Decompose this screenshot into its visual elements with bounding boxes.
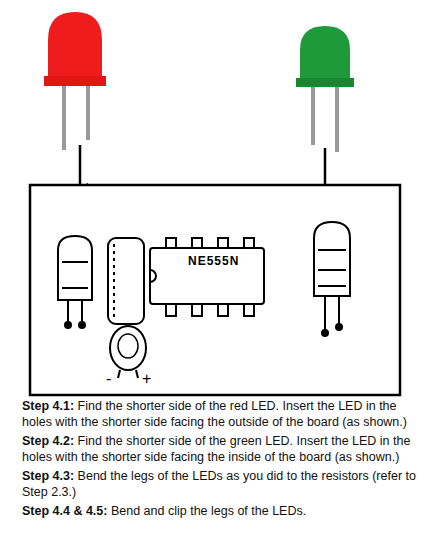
step-body: Bend the legs of the LEDs as you did to … — [22, 469, 416, 499]
step-number: Step 4.4 & 4.5: — [22, 504, 107, 518]
step-number: Step 4.1: — [22, 399, 74, 413]
step-text: Step 4.3: Bend the legs of the LEDs as y… — [22, 468, 420, 500]
polarity-mark: + — [142, 370, 151, 388]
green-led — [296, 26, 354, 152]
insert-arrow — [79, 145, 82, 188]
step-body: Bend and clip the legs of the LEDs. — [111, 504, 306, 518]
step-text: Step 4.4 & 4.5: Bend and clip the legs o… — [22, 503, 420, 519]
step-text: Step 4.1: Find the shorter side of the r… — [22, 398, 420, 430]
step-text: Step 4.2: Find the shorter side of the g… — [22, 433, 420, 465]
circuit-board — [30, 185, 400, 395]
polarity-mark: - — [106, 370, 111, 388]
chip-pins — [166, 238, 254, 316]
instructions: Step 4.1: Find the shorter side of the r… — [22, 398, 420, 522]
chip-label: NE555N — [188, 254, 239, 268]
board-components — [58, 222, 350, 378]
red-led — [44, 12, 106, 150]
step-number: Step 4.3: — [22, 469, 74, 483]
step-body: Find the shorter side of the green LED. … — [22, 434, 410, 464]
step-number: Step 4.2: — [22, 434, 74, 448]
step-body: Find the shorter side of the red LED. In… — [22, 399, 407, 429]
